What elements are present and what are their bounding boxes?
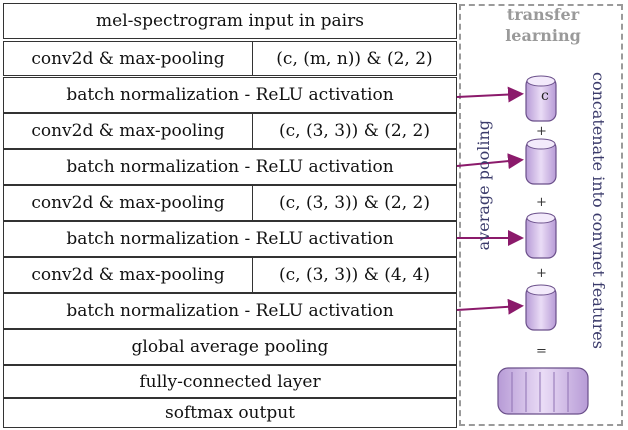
layer-label: mel-spectrogram input in pairs — [96, 11, 364, 31]
layer-label: batch normalization - ReLU activation — [66, 229, 394, 249]
layer-label: batch normalization - ReLU activation — [66, 85, 394, 105]
layer-bn-3: batch normalization - ReLU activation — [3, 221, 457, 257]
layer-conv-params: (c, (3, 3)) & (4, 4) — [279, 265, 430, 285]
feature-cylinder-2 — [525, 138, 557, 185]
layer-bn-4: batch normalization - ReLU activation — [3, 293, 457, 329]
transfer-learning-title: transfer learning — [490, 4, 596, 46]
plus-2: + — [536, 195, 547, 210]
layer-conv-3: conv2d & max-pooling (c, (3, 3)) & (2, 2… — [3, 185, 457, 221]
layer-softmax: softmax output — [3, 398, 457, 428]
layer-label: softmax output — [164, 403, 295, 423]
layer-conv-params: (c, (3, 3)) & (2, 2) — [279, 193, 430, 213]
layer-input: mel-spectrogram input in pairs — [3, 3, 457, 39]
concatenate-label: concatenate into convnet features — [589, 72, 608, 349]
layer-label: fully-connected layer — [139, 371, 321, 392]
channel-count-label: c — [541, 88, 549, 104]
title-line-2: learning — [505, 26, 581, 45]
average-pooling-label: average pooling — [474, 120, 493, 251]
layer-label: global average pooling — [131, 337, 329, 357]
plus-3: + — [536, 266, 547, 281]
layer-bn-2: batch normalization - ReLU activation — [3, 149, 457, 185]
layer-conv-label: conv2d & max-pooling — [4, 42, 253, 75]
feature-cylinder-1 — [525, 75, 557, 122]
layer-label: batch normalization - ReLU activation — [66, 301, 394, 321]
layer-gap: global average pooling — [3, 329, 457, 365]
plus-1: + — [536, 124, 547, 139]
layer-conv-1: conv2d & max-pooling (c, (m, n)) & (2, 2… — [3, 41, 457, 76]
arrow-bn-4 — [456, 298, 524, 315]
concatenated-cylinder — [497, 367, 589, 415]
feature-cylinder-4 — [525, 284, 557, 331]
layer-conv-4: conv2d & max-pooling (c, (3, 3)) & (4, 4… — [3, 257, 457, 293]
layer-conv-params: (c, (m, n)) & (2, 2) — [276, 48, 433, 69]
feature-cylinder-3 — [525, 212, 557, 259]
arrow-bn-2 — [456, 153, 524, 170]
arrow-bn-1 — [456, 86, 524, 103]
transfer-learning-box — [459, 4, 623, 426]
title-line-1: transfer — [506, 5, 580, 24]
layer-conv-label: conv2d & max-pooling — [4, 258, 253, 292]
layer-conv-label: conv2d & max-pooling — [4, 114, 253, 148]
layer-conv-params: (c, (3, 3)) & (2, 2) — [279, 121, 430, 141]
layer-bn-1: batch normalization - ReLU activation — [3, 77, 457, 113]
layer-fc: fully-connected layer — [3, 365, 457, 398]
layer-label: batch normalization - ReLU activation — [66, 157, 394, 177]
equals-sign: = — [536, 344, 547, 359]
layer-conv-label: conv2d & max-pooling — [4, 186, 253, 220]
layer-conv-2: conv2d & max-pooling (c, (3, 3)) & (2, 2… — [3, 113, 457, 149]
